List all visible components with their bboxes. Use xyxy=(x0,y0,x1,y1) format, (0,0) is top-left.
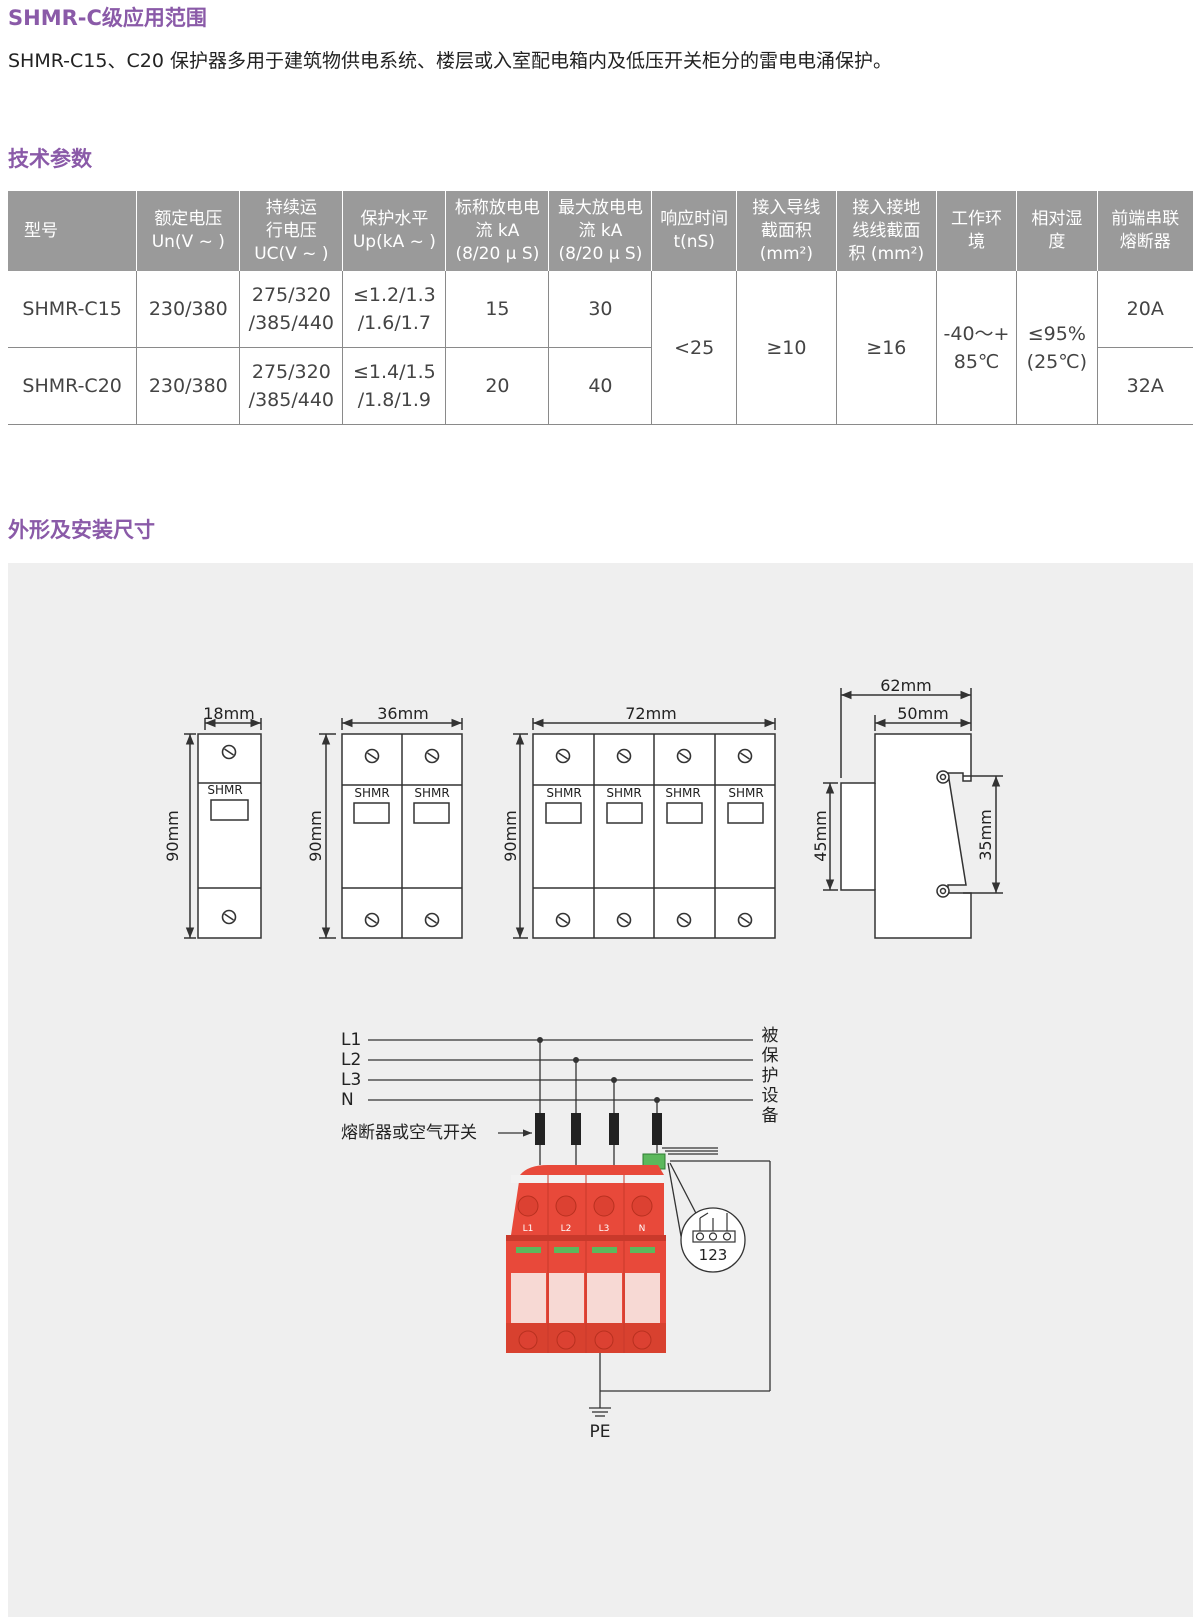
pe-label: PE xyxy=(590,1422,611,1442)
dim-50mm: 50mm xyxy=(897,704,949,723)
line-label-n: N xyxy=(341,1090,354,1110)
header-model: 型号 xyxy=(8,191,137,271)
cell-humidity: ≤95%(25℃) xyxy=(1016,271,1098,425)
header-wire-section: 接入导线截面积(mm²) xyxy=(735,191,837,271)
table-row: SHMR-C15 230/380 275/320/385/440 ≤1.2/1.… xyxy=(8,271,1193,425)
protected-device-char: 设 xyxy=(762,1086,779,1106)
module-label: SHMR xyxy=(546,786,581,800)
header-nominal-current: 标称放电电流 kA(8/20 μ S) xyxy=(445,191,549,271)
table-row: SHMR-C20 230/380 275/320/385/440 ≤1.4/1.… xyxy=(8,347,1193,425)
protected-device-char: 备 xyxy=(762,1106,779,1126)
dim-90mm-2p: 90mm xyxy=(306,810,325,862)
line-label-l3: L3 xyxy=(341,1070,361,1090)
cell-un: 230/380 xyxy=(136,347,240,425)
diagram-svg: 18mm SHMR 90mm 36mm SHMR SHMR 90mm xyxy=(163,676,1003,1442)
surge-protector-device xyxy=(506,1153,666,1353)
cell-model: SHMR-C15 xyxy=(8,271,137,348)
cell-ground: ≥16 xyxy=(835,271,937,425)
cell-temp: -40～+85℃ xyxy=(935,271,1017,425)
module-label: SHMR xyxy=(354,786,389,800)
header-ground-section: 接入接地线线截面积 (mm²) xyxy=(835,191,937,271)
terminal-numbers: 123 xyxy=(699,1246,728,1264)
cell-imax: 40 xyxy=(548,347,652,425)
application-text: SHMR-C15、C20 保护器多用于建筑物供电系统、楼层或入室配电箱内及低压开… xyxy=(8,50,892,72)
dim-45mm: 45mm xyxy=(811,810,830,862)
cell-response: <25 xyxy=(651,271,737,425)
line-label-l2: L2 xyxy=(341,1050,361,1070)
device-pole-label: L3 xyxy=(599,1224,610,1234)
module-2p-drawing xyxy=(319,718,463,939)
module-label: SHMR xyxy=(665,786,700,800)
fuse-symbol xyxy=(609,1113,619,1145)
dim-35mm: 35mm xyxy=(976,809,995,861)
dim-62mm: 62mm xyxy=(880,676,932,695)
dim-90mm-1p: 90mm xyxy=(163,810,182,862)
side-view-drawing xyxy=(823,688,1003,939)
line-label-l1: L1 xyxy=(341,1030,361,1050)
dim-90mm-4p: 90mm xyxy=(501,810,520,862)
dimensions-title: 外形及安装尺寸 xyxy=(8,518,155,542)
module-label: SHMR xyxy=(414,786,449,800)
module-4p-drawing xyxy=(513,718,776,939)
fuse-label: 熔断器或空气开关 xyxy=(341,1123,477,1143)
fuse-symbol xyxy=(535,1113,545,1145)
header-humidity: 相对湿度 xyxy=(1016,191,1098,271)
protected-device-char: 被 xyxy=(762,1026,779,1046)
cell-model: SHMR-C20 xyxy=(8,347,137,425)
application-title: SHMR-C级应用范围 xyxy=(8,6,207,30)
module-label: SHMR xyxy=(606,786,641,800)
dim-72mm: 72mm xyxy=(625,704,677,723)
header-max-current: 最大放电电流 kA(8/20 μ S) xyxy=(548,191,652,271)
cell-un: 230/380 xyxy=(136,271,240,348)
cell-uc: 275/320/385/440 xyxy=(239,347,343,425)
module-label: SHMR xyxy=(207,783,242,797)
cell-wire: ≥10 xyxy=(735,271,837,425)
fuse-symbol xyxy=(571,1113,581,1145)
cell-fuse: 32A xyxy=(1096,347,1193,425)
cell-uc: 275/320/385/440 xyxy=(239,271,343,348)
protected-device-char: 护 xyxy=(762,1066,779,1086)
protected-device-char: 保 xyxy=(762,1046,779,1066)
dim-18mm: 18mm xyxy=(203,704,255,723)
device-pole-label: N xyxy=(639,1224,646,1234)
header-fuse: 前端串联熔断器 xyxy=(1096,191,1193,271)
cell-up: ≤1.2/1.3/1.6/1.7 xyxy=(342,271,446,348)
cell-fuse: 20A xyxy=(1096,271,1193,348)
device-pole-label: L1 xyxy=(523,1224,534,1234)
cell-in: 20 xyxy=(445,347,549,425)
remote-terminal-detail xyxy=(692,1212,736,1243)
diagram-panel: 18mm SHMR 90mm 36mm SHMR SHMR 90mm xyxy=(8,563,1193,1617)
module-label: SHMR xyxy=(728,786,763,800)
specs-title: 技术参数 xyxy=(8,147,92,171)
device-pole-label: L2 xyxy=(561,1224,572,1234)
wiring-diagram xyxy=(368,1039,771,1417)
header-environment: 工作环境 xyxy=(935,191,1017,271)
module-1p-drawing xyxy=(184,718,262,939)
cell-up: ≤1.4/1.5/1.8/1.9 xyxy=(342,347,446,425)
dim-36mm: 36mm xyxy=(377,704,429,723)
fuse-symbol xyxy=(652,1113,662,1145)
cell-in: 15 xyxy=(445,271,549,348)
cell-imax: 30 xyxy=(548,271,652,348)
